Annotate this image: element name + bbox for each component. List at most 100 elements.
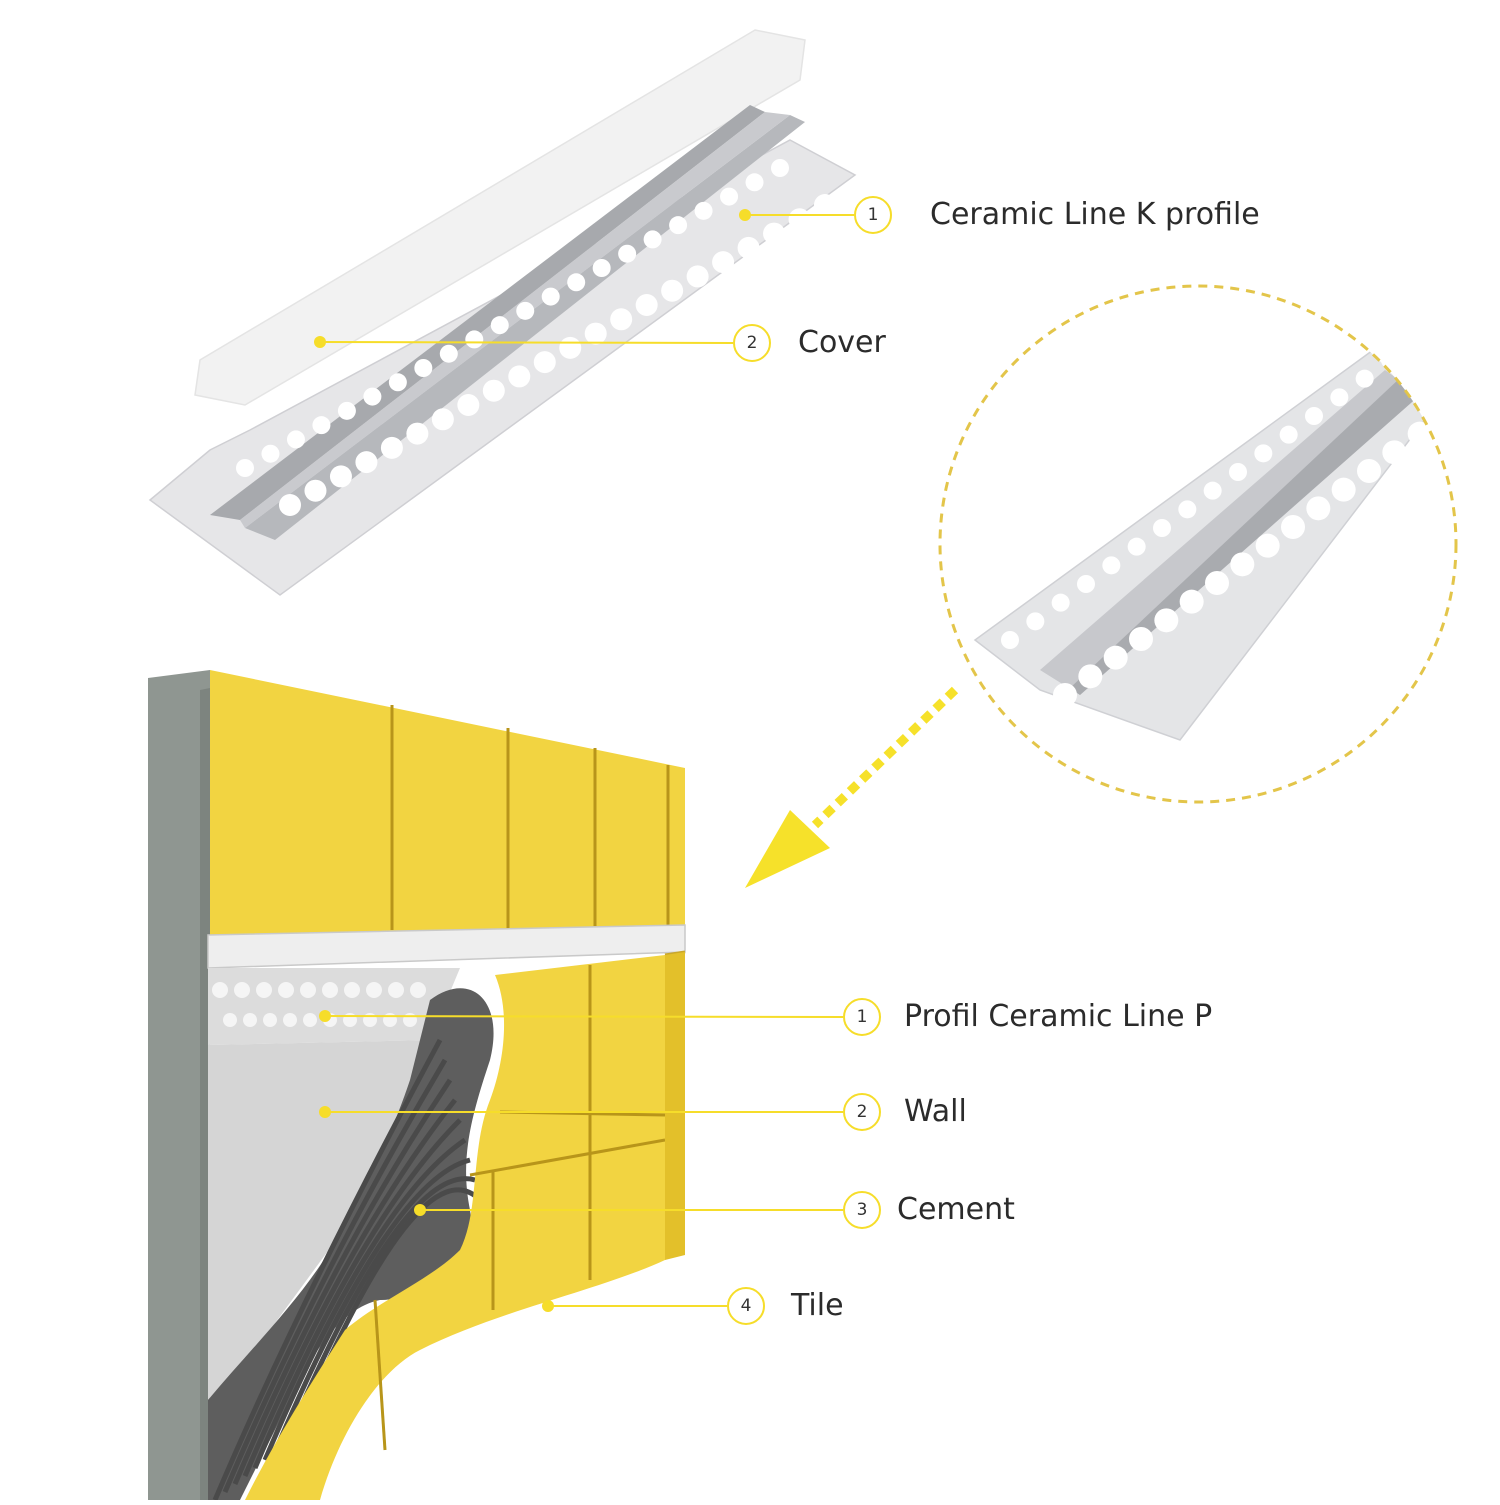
profile-hole: [329, 465, 352, 488]
profile-hole: [788, 208, 811, 231]
concrete-slab: [148, 670, 210, 1500]
zoom-hole: [1331, 477, 1356, 502]
wall-plaster: [208, 1040, 430, 1400]
profile-hole: [720, 187, 739, 206]
cement-ridge: [222, 1058, 448, 1493]
zoom-hole: [1153, 519, 1171, 537]
cement-ridge: [242, 1098, 457, 1477]
bottom-leader-dot: [319, 1010, 331, 1022]
zoom-hole: [1381, 351, 1399, 369]
lower-tile-grid: [245, 950, 686, 1500]
zoom-hole: [1279, 425, 1298, 444]
bottom-leader-dot: [414, 1204, 426, 1216]
profile-channel-inner: [240, 112, 790, 528]
profile-hole: [567, 273, 586, 292]
callout-leaders: [314, 209, 854, 1312]
k-profile-illustration: [148, 29, 857, 596]
zoom-hole: [1407, 421, 1432, 446]
profile-hole: [439, 344, 458, 363]
profile-hole: [584, 322, 607, 345]
profile-hole: [618, 244, 637, 263]
installed-hole: [234, 982, 250, 998]
profile-hole: [312, 416, 331, 435]
installed-hole: [303, 1013, 317, 1027]
zoom-hole: [1203, 481, 1222, 500]
zoom-hole: [1281, 515, 1305, 539]
zoom-hole: [1306, 496, 1331, 521]
profile-hole: [355, 451, 378, 474]
profile-hole: [508, 365, 531, 388]
cement-ridges: [212, 1038, 482, 1501]
installed-hole: [366, 982, 382, 998]
profile-hole: [771, 159, 789, 177]
profile-hole: [516, 301, 535, 320]
installed-hole: [410, 982, 426, 998]
zoom-hole: [1357, 459, 1381, 483]
profile-hole: [814, 194, 836, 216]
zoom-arrow: [745, 686, 959, 888]
bottom-leader-dot: [542, 1300, 554, 1312]
installed-hole: [344, 982, 360, 998]
profile-hole: [482, 379, 505, 402]
cement-ridge: [282, 1176, 476, 1445]
bottom-callout-number: 1: [843, 998, 881, 1036]
cement-ridge: [262, 1137, 467, 1461]
zoom-hole: [1129, 627, 1153, 651]
installed-hole: [278, 982, 294, 998]
installed-hole: [243, 1013, 257, 1027]
cover-strip: [194, 29, 806, 406]
zoom-hole: [1330, 388, 1349, 407]
zoom-hole: [1205, 571, 1229, 595]
profile-hole: [763, 222, 786, 245]
installed-hole: [403, 1013, 417, 1027]
profile-hole: [380, 436, 403, 459]
profile-hole: [236, 459, 254, 477]
bottom-leader-dot: [319, 1106, 331, 1118]
profile-hole: [610, 308, 633, 331]
zoom-hole: [1051, 593, 1070, 612]
cement-ridge: [252, 1118, 462, 1469]
profile-hole: [431, 408, 454, 431]
profile-hole: [559, 336, 582, 359]
zoom-circle-outline: [938, 284, 1458, 804]
zoom-hole: [1102, 556, 1121, 575]
zoom-hole: [1053, 683, 1077, 707]
profile-hole: [337, 401, 356, 420]
zoom-hole: [1154, 608, 1179, 633]
profile-hole: [286, 430, 305, 449]
zoom-hole: [1305, 407, 1323, 425]
profile-hole: [643, 230, 662, 249]
zoom-hole: [1077, 575, 1095, 593]
installed-hole: [212, 982, 228, 998]
profile-hole: [261, 444, 280, 463]
installed-hole: [223, 1013, 237, 1027]
zoom-hole: [1254, 444, 1273, 463]
profile-hole: [414, 359, 433, 377]
cement-ridge: [212, 1038, 443, 1501]
zoom-hole: [1103, 645, 1128, 670]
profile-hole: [279, 494, 301, 516]
bottom-callout-label: Profil Ceramic Line P: [904, 999, 1213, 1034]
bottom-callout-number: 4: [727, 1287, 765, 1325]
zoom-hole: [1179, 589, 1204, 614]
profile-hole: [712, 251, 735, 274]
profile-hole: [669, 216, 688, 235]
top-callout-label: Ceramic Line K profile: [930, 197, 1260, 232]
cement-ridge: [232, 1078, 453, 1485]
profile-hole: [635, 294, 658, 316]
profile-hole: [363, 387, 382, 406]
wall-section-illustration: [148, 670, 686, 1501]
profile-hole: [745, 173, 764, 192]
top-callout-number: 1: [854, 196, 892, 234]
upper-tile-grid: [210, 670, 685, 935]
profile-hole: [406, 422, 429, 445]
installed-hole: [388, 982, 404, 998]
installed-hole: [383, 1013, 397, 1027]
profile-hole: [533, 351, 556, 374]
zoom-hole: [1229, 463, 1247, 481]
profile-hole: [465, 330, 484, 349]
profile-hole: [737, 236, 760, 259]
zoom-hole: [1127, 537, 1146, 556]
installed-hole: [283, 1013, 297, 1027]
bottom-callout-label: Wall: [904, 1094, 967, 1129]
